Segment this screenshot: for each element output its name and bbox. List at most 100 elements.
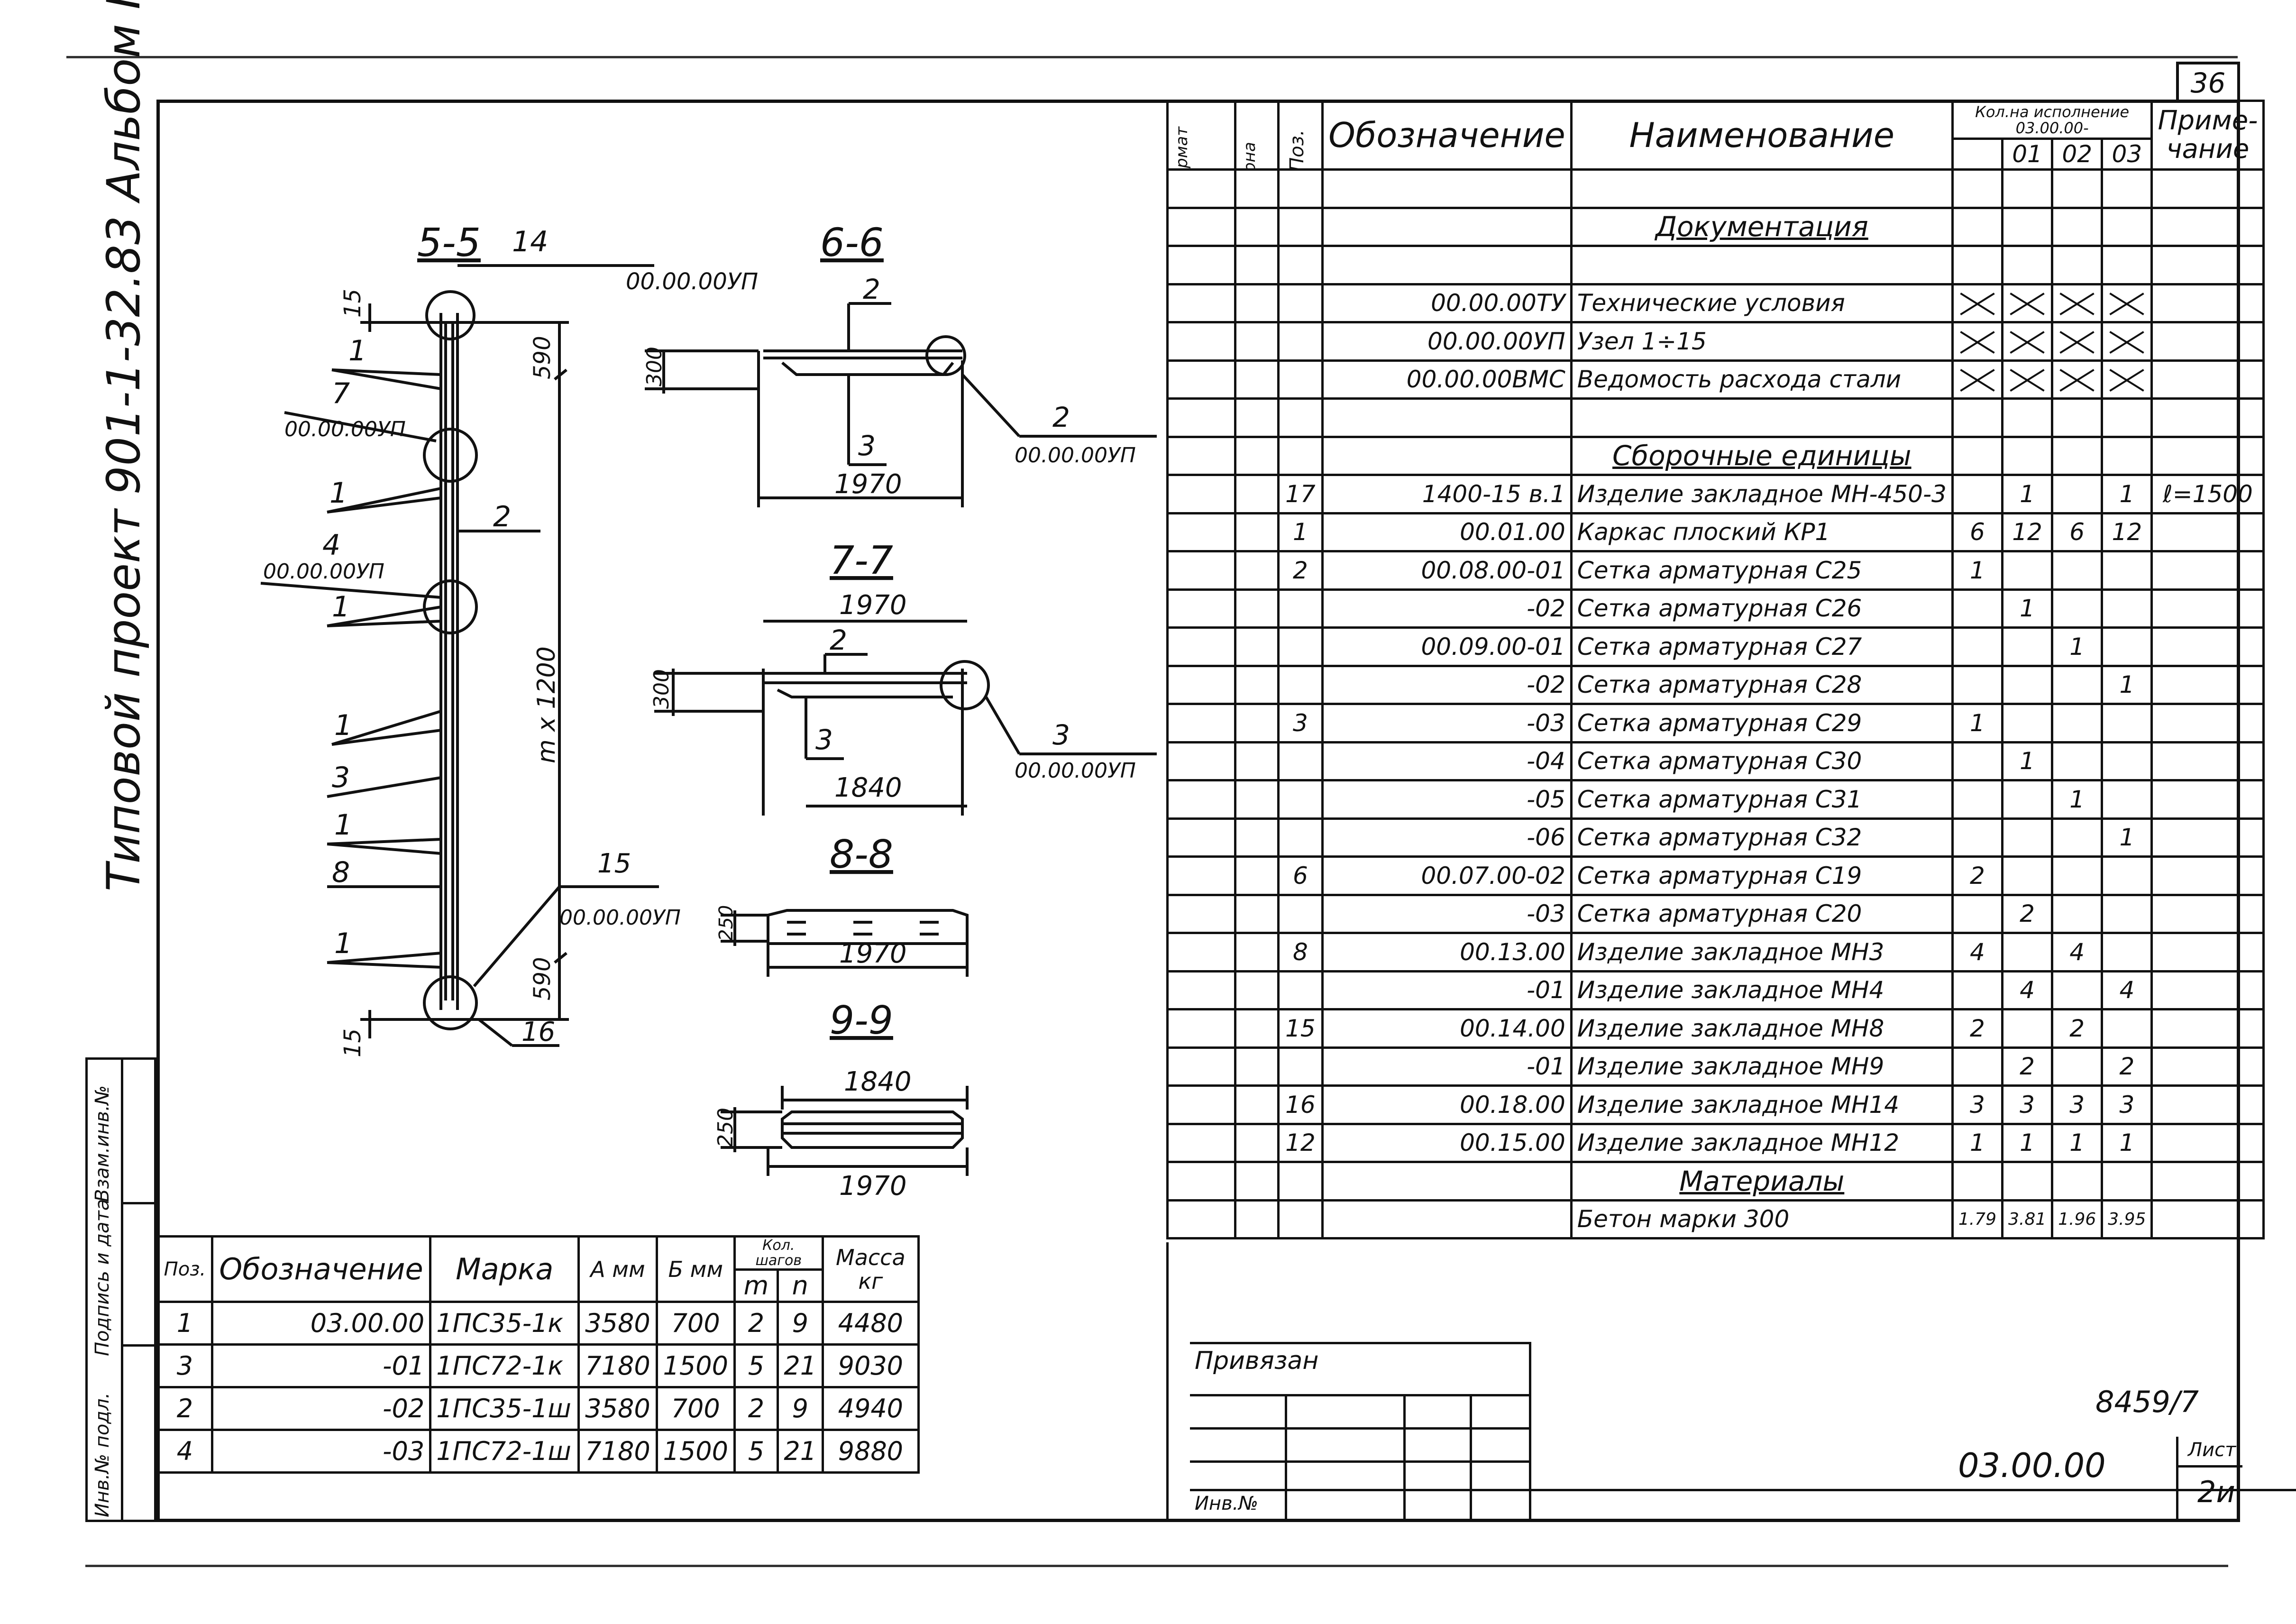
inv-label: Инв.№	[1195, 1493, 1258, 1514]
spec-pos: 12	[1277, 1122, 1324, 1163]
schedule-n: 21	[776, 1343, 824, 1388]
spec-note	[2150, 664, 2265, 705]
spec-name: Сетка арматурная С30	[1570, 741, 1954, 781]
spec-qty: 12	[2001, 512, 2054, 552]
spec-name	[1570, 168, 1954, 209]
spec-designation: -01	[1321, 970, 1573, 1010]
dim-top-15: 15	[339, 289, 366, 318]
schedule-mark: 1ПС35-1к	[429, 1301, 580, 1346]
schedule-des: 03.00.00	[210, 1301, 432, 1346]
spec-cell	[1234, 664, 1280, 705]
section-7-7-title: 7-7	[830, 538, 893, 583]
spec-pos: 2	[1277, 550, 1324, 591]
sched-head-b: Б мм	[655, 1235, 736, 1303]
spec-qty: 1	[2001, 1122, 2054, 1163]
dim-bottom-15: 15	[339, 1028, 366, 1057]
spec-pos	[1277, 245, 1324, 285]
spec-name: Узел 1÷15	[1570, 321, 1954, 362]
schedule-n: 9	[776, 1301, 824, 1346]
spec-name: Материалы	[1570, 1161, 1954, 1202]
spec-qty	[2051, 168, 2104, 209]
spec-qty: 4	[1951, 932, 2003, 973]
spec-qty	[2001, 168, 2054, 209]
spec-note	[2150, 512, 2265, 552]
schedule-mark: 1ПС72-1ш	[429, 1429, 580, 1474]
sched-head-des: Обозначение	[210, 1235, 432, 1303]
section-8-8-title: 8-8	[830, 832, 893, 877]
spec-pos	[1277, 970, 1324, 1010]
spec-pos: 16	[1277, 1084, 1324, 1125]
sheet-number: 36	[2176, 62, 2240, 102]
spec-note	[2150, 703, 2265, 743]
spec-note	[2150, 626, 2265, 667]
spec-pos	[1277, 779, 1324, 820]
spec-qty: 3	[2101, 1084, 2153, 1125]
label-1b: 1	[329, 477, 348, 510]
spec-cell	[1166, 168, 1236, 209]
spec-row: Материалы	[1166, 1161, 2265, 1202]
head-designation: Обозначение	[1321, 100, 1573, 171]
spec-qty	[2051, 1046, 2104, 1087]
spec-designation: -05	[1321, 779, 1573, 820]
spec-qty: 1.96	[2051, 1199, 2104, 1239]
spec-cell	[1234, 1008, 1280, 1049]
spec-name: Каркас плоский КР1	[1570, 512, 1954, 552]
spec-cell	[1234, 206, 1280, 247]
spec-designation: 00.18.00	[1321, 1084, 1573, 1125]
schedule-pos: 3	[156, 1343, 213, 1388]
spec-note	[2150, 893, 2265, 934]
sched-head-pos: Поз.	[156, 1235, 213, 1303]
spec-name: Сетка арматурная С20	[1570, 893, 1954, 934]
spec-qty: 3	[2001, 1084, 2054, 1125]
spec-cell	[1166, 1084, 1236, 1125]
schedule-pos: 1	[156, 1301, 213, 1346]
spec-designation: 00.07.00-02	[1321, 855, 1573, 896]
spec-cell	[1166, 855, 1236, 896]
spec-qty-cross	[2101, 321, 2153, 362]
label-7: 7	[332, 377, 350, 410]
section-6-6-title: 6-6	[820, 220, 884, 266]
spec-note	[2150, 1008, 2265, 1049]
s66-pos2: 2	[863, 273, 880, 305]
title-block: Привязан Инв.№	[1190, 1342, 2296, 1522]
spec-qty	[1951, 817, 2003, 858]
spec-note	[2150, 817, 2265, 858]
spec-qty	[1951, 245, 2003, 285]
spec-designation: -02	[1321, 588, 1573, 629]
spec-note	[2150, 588, 2265, 629]
ref-15-num: 15	[597, 848, 631, 879]
schedule-m: 5	[733, 1343, 779, 1388]
sched-head-mark: Марка	[429, 1235, 580, 1303]
s99-width: 1970	[839, 1171, 907, 1202]
spec-qty: 1	[2001, 588, 2054, 629]
head-col0	[1951, 138, 2003, 171]
spec-designation: 00.09.00-01	[1321, 626, 1573, 667]
spec-qty	[2051, 435, 2104, 476]
spec-qty	[2051, 855, 2104, 896]
label-1d: 1	[334, 709, 352, 742]
spec-name: Документация	[1570, 206, 1954, 247]
schedule-mass: 4940	[821, 1386, 920, 1431]
spec-note	[2150, 359, 2265, 400]
spec-qty: 2	[2001, 1046, 2054, 1087]
spec-qty	[2001, 855, 2054, 896]
schedule-m: 2	[733, 1301, 779, 1346]
spec-qty: 1	[2101, 664, 2153, 705]
spec-note	[2150, 168, 2265, 209]
spec-pos	[1277, 435, 1324, 476]
top-trim-line	[66, 56, 2238, 58]
head-note: Приме-чание	[2150, 100, 2265, 171]
spec-qty: 2	[1951, 855, 2003, 896]
spec-designation	[1321, 435, 1573, 476]
spec-qty	[2051, 550, 2104, 591]
spec-pos	[1277, 168, 1324, 209]
spec-name: Сетка арматурная С27	[1570, 626, 1954, 667]
spec-designation: -03	[1321, 703, 1573, 743]
ref-7-code: 00.00.00УП	[284, 417, 406, 441]
spec-name	[1570, 245, 1954, 285]
